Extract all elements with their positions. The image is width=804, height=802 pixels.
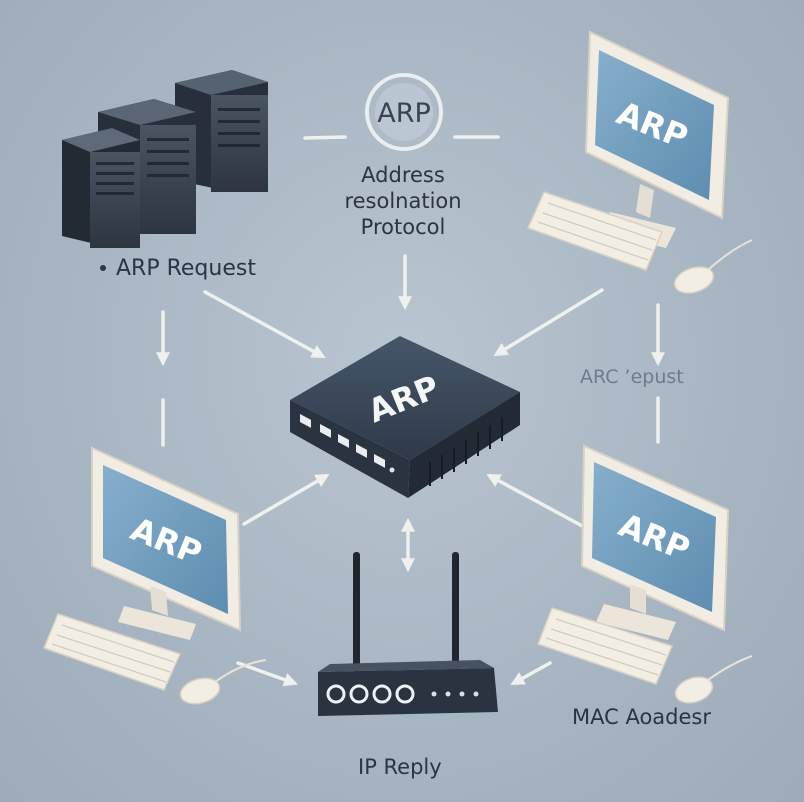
desktop-monitor-icon: ARP xyxy=(584,30,730,248)
arrow-right-to-router xyxy=(510,661,552,686)
logo-caption-line-2: resolnation xyxy=(344,189,461,213)
arrow-request-to-switch xyxy=(203,290,326,359)
arrow-bottomright-to-switch xyxy=(486,473,588,530)
router-antenna-right xyxy=(452,552,459,672)
arrow-bottomleft-to-switch xyxy=(242,473,330,526)
switch-ports xyxy=(300,414,385,468)
arp-logo: ARP Address resolnation Protocol xyxy=(344,73,462,239)
label-arc-request: ARC ’epust xyxy=(580,366,684,388)
arp-logo-text: ARP xyxy=(377,98,431,129)
label-ip-reply: IP Reply xyxy=(358,755,442,779)
keyboard-icon xyxy=(537,607,674,685)
router-antenna-left xyxy=(353,552,360,672)
mouse-icon xyxy=(673,239,753,294)
desktop-monitor-icon: ARP xyxy=(580,444,730,640)
label-bullet xyxy=(100,265,106,271)
label-arp-request: ARP Request xyxy=(116,256,256,281)
network-switch-icon: ARP xyxy=(290,336,520,498)
mouse-icon xyxy=(179,659,267,705)
keyboard-icon xyxy=(43,613,182,691)
keyboard-icon xyxy=(526,191,664,271)
desktop-monitor-icon: ARP xyxy=(91,446,242,640)
mouse-icon xyxy=(674,655,753,704)
arrow-logo-left-dash xyxy=(303,135,347,140)
label-mac-address: MAC Aoadesr xyxy=(572,705,711,729)
server-rack-icon xyxy=(62,70,268,248)
logo-caption-line-1: Address xyxy=(361,163,445,187)
arrow-left-to-router xyxy=(236,661,298,687)
arrow-topright-to-switch xyxy=(493,288,604,357)
logo-caption-line-3: Protocol xyxy=(361,215,446,239)
arrows xyxy=(156,135,665,687)
arp-logo-ring xyxy=(365,73,443,151)
wireless-router-icon xyxy=(318,552,498,716)
router-ports xyxy=(326,684,415,704)
